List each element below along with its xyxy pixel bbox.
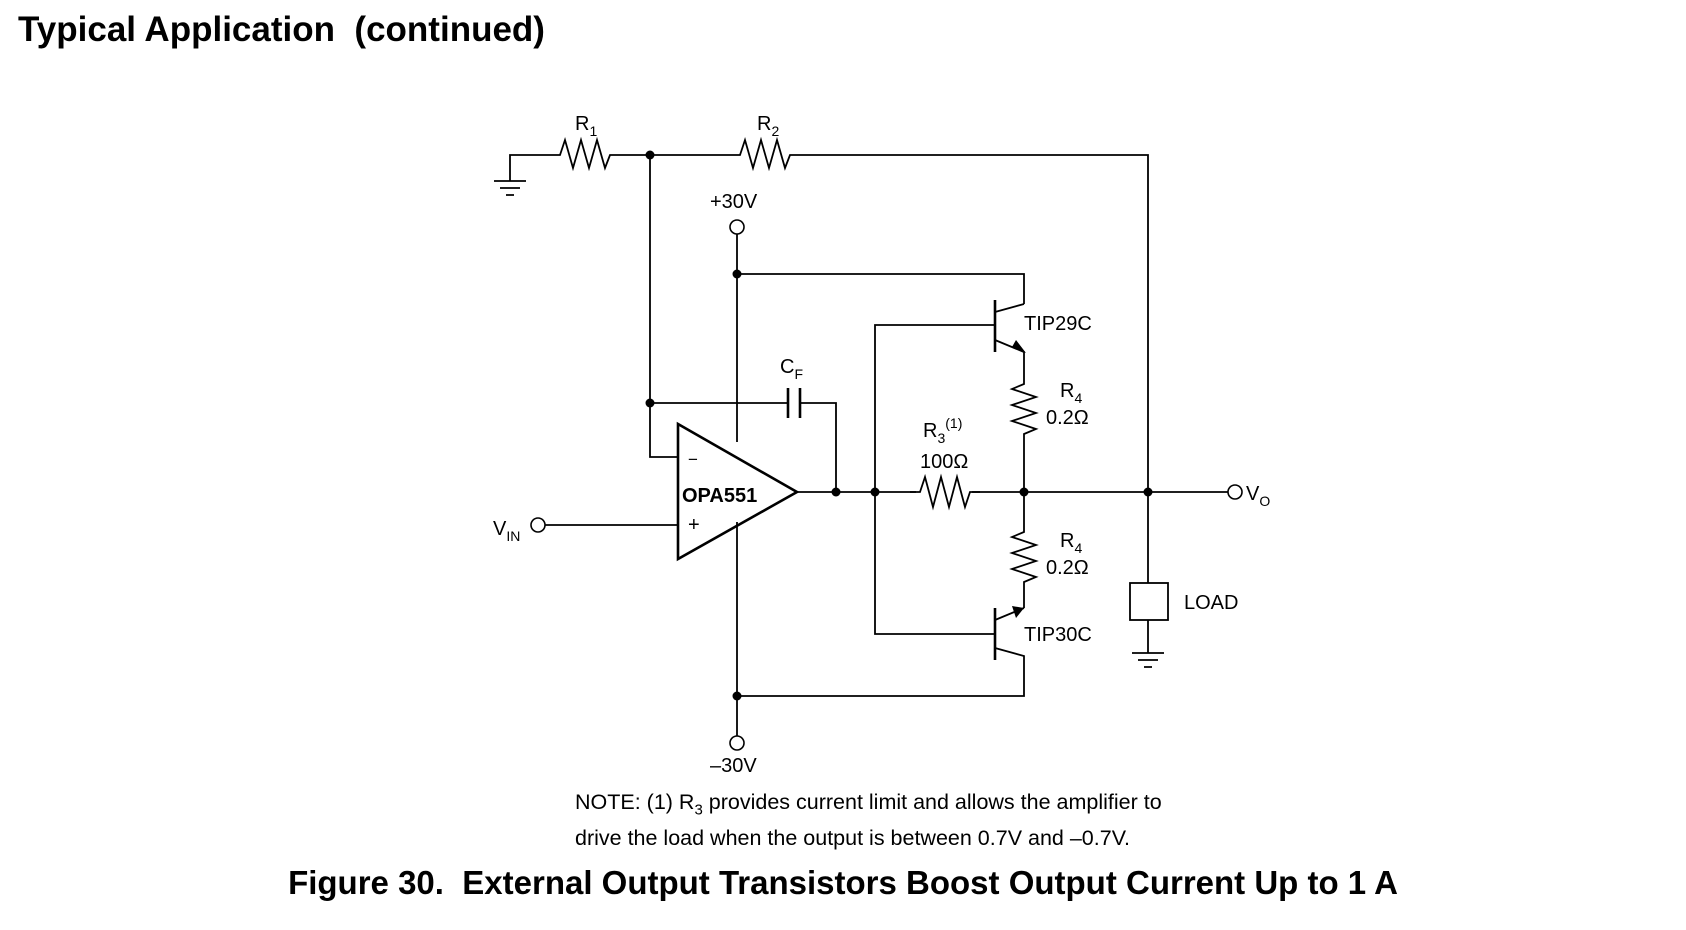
note-line2: drive the load when the output is betwee… — [575, 826, 1131, 851]
transistor-tip30c: TIP30C — [993, 606, 1092, 667]
resistor-r3: R3(1) 100Ω — [910, 415, 980, 511]
opamp-label: OPA551 — [682, 485, 757, 507]
r2-label: R2 — [757, 113, 779, 139]
r4-top-label: R4 — [1060, 380, 1082, 406]
figure-caption: Figure 30. External Output Transistors B… — [288, 864, 1398, 901]
vin-input: VIN — [493, 517, 678, 544]
negative-supply-label: –30V — [710, 755, 757, 777]
r4-top-value: 0.2Ω — [1046, 407, 1089, 429]
footnote: NOTE: (1) R3 provides current limit and … — [575, 788, 1162, 852]
note-line1: provides current limit and allows the am… — [702, 790, 1162, 814]
tip29c-label: TIP29C — [1024, 313, 1092, 335]
negative-supply: –30V — [710, 522, 1025, 777]
vo-terminal — [1227, 484, 1243, 500]
note-prefix: NOTE: (1) R — [575, 790, 695, 814]
opamp-opa551: − + OPA551 — [676, 421, 800, 562]
transistor-tip29c: TIP29C — [993, 300, 1092, 380]
capacitor-cf: CF — [650, 356, 837, 492]
r4-bottom-value: 0.2Ω — [1046, 557, 1089, 579]
load-label: LOAD — [1184, 592, 1238, 614]
positive-supply-label: +30V — [710, 191, 758, 213]
cf-label: CF — [780, 356, 803, 382]
r3-label: R3(1) — [923, 415, 962, 446]
resistor-r4-bottom: R4 0.2Ω — [1009, 492, 1089, 608]
resistor-r1: R1 — [530, 113, 650, 172]
section-title: Typical Application (continued) — [18, 10, 545, 49]
positive-supply-terminal — [729, 219, 745, 235]
vin-label: VIN — [493, 518, 520, 544]
negative-supply-terminal — [729, 735, 745, 751]
vo-label: VO — [1246, 483, 1270, 509]
vo-output: VO — [1227, 483, 1270, 509]
opamp-inverting-symbol: − — [688, 450, 698, 469]
base-wire-bottom — [874, 492, 995, 635]
opamp-noninverting-symbol: + — [688, 514, 700, 536]
r4-bottom-label: R4 — [1060, 530, 1082, 556]
ground-symbol-left — [494, 154, 530, 196]
load: LOAD — [1129, 492, 1238, 668]
base-wire-top — [874, 324, 995, 492]
r1-label: R1 — [575, 113, 597, 139]
tip30c-label: TIP30C — [1024, 624, 1092, 646]
resistor-r2: R2 — [650, 113, 1149, 492]
positive-supply: +30V — [710, 191, 1025, 442]
feedback-wire — [649, 155, 678, 458]
vin-terminal — [530, 517, 546, 533]
note-sub: 3 — [694, 801, 703, 819]
resistor-r4-top: R4 0.2Ω — [1009, 380, 1089, 492]
r3-value: 100Ω — [920, 451, 968, 473]
